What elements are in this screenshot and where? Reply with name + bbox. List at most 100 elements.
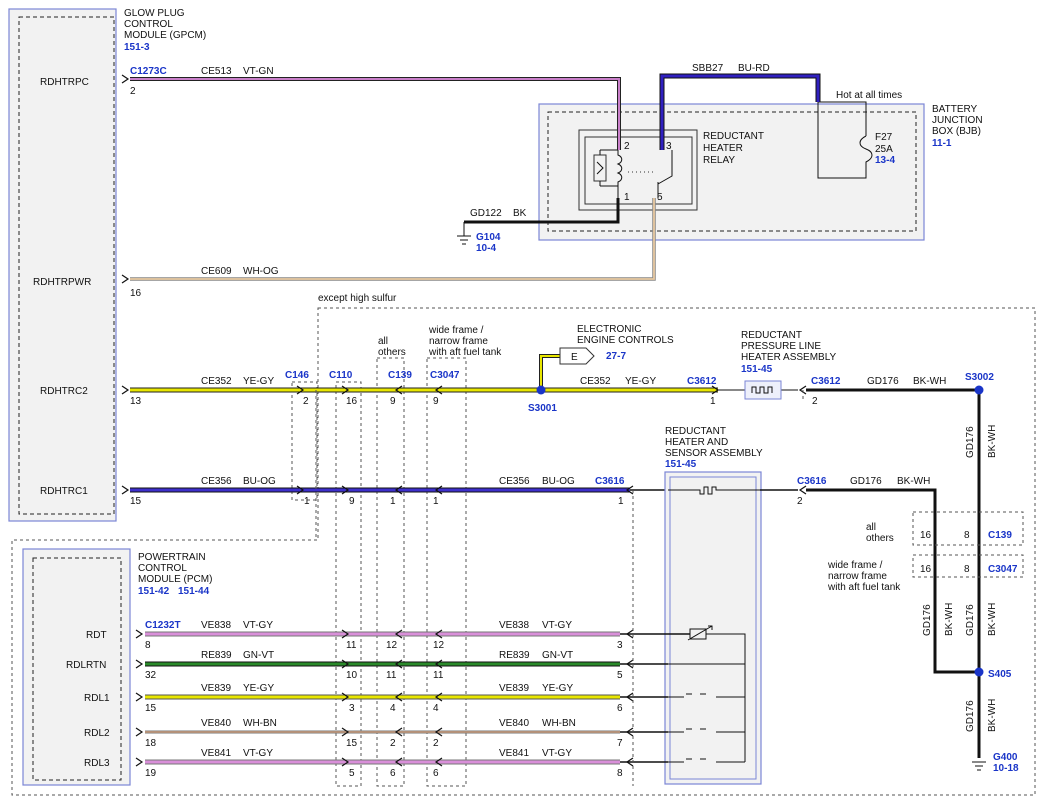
- c110-arrow-1: [341, 485, 350, 495]
- relay-switch-icon: [657, 150, 673, 198]
- conn-c3047-right[interactable]: C3047: [988, 564, 1018, 575]
- conn-c3612-b[interactable]: C3612: [811, 376, 841, 387]
- ground-g400[interactable]: G400: [993, 752, 1018, 763]
- pressure-heater-ref[interactable]: 151-45: [741, 364, 773, 375]
- conn-c3047[interactable]: C3047: [430, 370, 460, 381]
- wire-gd176-b[interactable]: [806, 488, 979, 674]
- ground-g104-ref[interactable]: 10-4: [476, 243, 496, 254]
- v2-circuit: GD176: [922, 604, 933, 636]
- v1-color: BK-WH: [987, 425, 998, 458]
- pin-c3047-a: 9: [433, 396, 439, 407]
- splice-s3002[interactable]: S3002: [965, 372, 994, 383]
- gpcm-module[interactable]: [8, 8, 117, 522]
- eec-ref[interactable]: 27-7: [606, 351, 626, 362]
- except-high-sulfur-boundary: [11, 307, 1036, 796]
- sensor-pin-arrow-1: [625, 659, 634, 669]
- v1-circuit: GD176: [965, 426, 976, 458]
- gpcm-inner: [18, 16, 115, 515]
- splice-s3001[interactable]: S3001: [528, 403, 557, 414]
- c139-pcm-arrow-3: [394, 727, 403, 737]
- ve838b-circuit: VE838: [499, 620, 529, 631]
- wire-ce609[interactable]: [130, 198, 655, 280]
- bjb-module[interactable]: [538, 103, 925, 241]
- ce356b-color: BU-OG: [542, 476, 575, 487]
- ce609-color: WH-OG: [243, 266, 279, 277]
- ground-g104[interactable]: G104: [476, 232, 501, 243]
- c146-arrow-1: [296, 485, 305, 495]
- re839a-color: GN-VT: [243, 650, 274, 661]
- sensor-assembly-module[interactable]: [664, 471, 762, 785]
- pcm-ref-1[interactable]: 151-42: [138, 586, 170, 597]
- pin-c139-f: 2: [390, 738, 396, 749]
- c3612b-arrow: [798, 385, 807, 395]
- ve839a-color: YE-GY: [243, 683, 274, 694]
- pin-sensor-8: 8: [617, 768, 623, 779]
- gd122-color: BK: [513, 208, 527, 219]
- wire-sbb27[interactable]: [660, 74, 820, 150]
- ce513-color: VT-GN: [243, 66, 274, 77]
- gpcm-ref[interactable]: 151-3: [124, 42, 150, 53]
- heater-element-icon: [751, 386, 773, 394]
- wire-s3001-branch[interactable]: [540, 355, 560, 390]
- eec-connector-icon[interactable]: [559, 347, 595, 365]
- gd176a-circuit: GD176: [867, 376, 899, 387]
- bjb-inner: [547, 111, 917, 232]
- all-others-1: all: [378, 336, 388, 347]
- conn-c139-right-box: [912, 511, 1024, 546]
- wire-ce513[interactable]: [130, 78, 620, 150]
- pressure-line-heater-icon[interactable]: [744, 380, 782, 400]
- pin-sensor-5: 5: [617, 670, 623, 681]
- gpcm-pin-rdhtrpc: RDHTRPC: [40, 77, 89, 88]
- ce352a-color: YE-GY: [243, 376, 274, 387]
- conn-c3616-b[interactable]: C3616: [797, 476, 827, 487]
- conn-c139-right[interactable]: C139: [988, 530, 1012, 541]
- pin-c110-c: 11: [346, 640, 357, 651]
- conn-c146-box: [291, 381, 318, 501]
- pin-c3616-b: 2: [797, 496, 803, 507]
- pressure-heater-name-3: HEATER ASSEMBLY: [741, 352, 837, 363]
- sensor-pin-arrow-3: [625, 727, 634, 737]
- pin-pcm-4: 18: [145, 738, 157, 749]
- sensor-pin-arrow-0: [625, 629, 634, 639]
- relay-diode-mark: [596, 150, 604, 186]
- conn-c110-box: [335, 381, 362, 787]
- ground-g400-ref[interactable]: 10-18: [993, 763, 1019, 774]
- pin-c3047-d: 11: [433, 670, 444, 681]
- conn-c1273c[interactable]: C1273C: [130, 66, 167, 77]
- splice-s405[interactable]: S405: [988, 669, 1012, 680]
- pin-pcm-1: 8: [145, 640, 151, 651]
- conn-c146[interactable]: C146: [285, 370, 309, 381]
- pin-rdhtrpwr: 16: [130, 288, 142, 299]
- conn-c110[interactable]: C110: [329, 370, 353, 381]
- relay-inner: [584, 136, 693, 205]
- pcm-pin-rdlrtn: RDLRTN: [66, 660, 106, 671]
- c3047-pcm-arrow-4: [434, 757, 443, 767]
- conn-c139[interactable]: C139: [388, 370, 412, 381]
- c3047-pcm-arrow-1: [434, 659, 443, 669]
- pcm-pin-arrow-3: [135, 727, 144, 737]
- c3047-arrow-0: [434, 385, 443, 395]
- sensor-asm-ref[interactable]: 151-45: [665, 459, 697, 470]
- wire-gd122[interactable]: [464, 198, 620, 224]
- conn-c1232t[interactable]: C1232T: [145, 620, 181, 631]
- pcm-pin-rdl3: RDL3: [84, 758, 110, 769]
- pcm-module[interactable]: [22, 548, 131, 786]
- ve838a-color: VT-GY: [243, 620, 273, 631]
- conn-c3616-a[interactable]: C3616: [595, 476, 625, 487]
- v3-color: BK-WH: [987, 603, 998, 636]
- c139-pcm-arrow-0: [394, 629, 403, 639]
- conn-c3612-a[interactable]: C3612: [687, 376, 717, 387]
- pcm-name-1: POWERTRAIN: [138, 552, 206, 563]
- pin-c3047-e: 4: [433, 703, 439, 714]
- pcm-ref-2[interactable]: 151-44: [178, 586, 210, 597]
- pin-c146-b: 1: [304, 496, 310, 507]
- pin-c3612-b: 2: [812, 396, 818, 407]
- gd176b-circuit: GD176: [850, 476, 882, 487]
- eec-label: E: [571, 352, 578, 363]
- fuse-ref[interactable]: 13-4: [875, 155, 895, 166]
- bjb-ref[interactable]: 11-1: [932, 138, 952, 149]
- all-others-2: others: [378, 347, 406, 358]
- re839a-circuit: RE839: [201, 650, 232, 661]
- pin-pcm-2: 32: [145, 670, 157, 681]
- relay-pin-5: 5: [657, 192, 663, 203]
